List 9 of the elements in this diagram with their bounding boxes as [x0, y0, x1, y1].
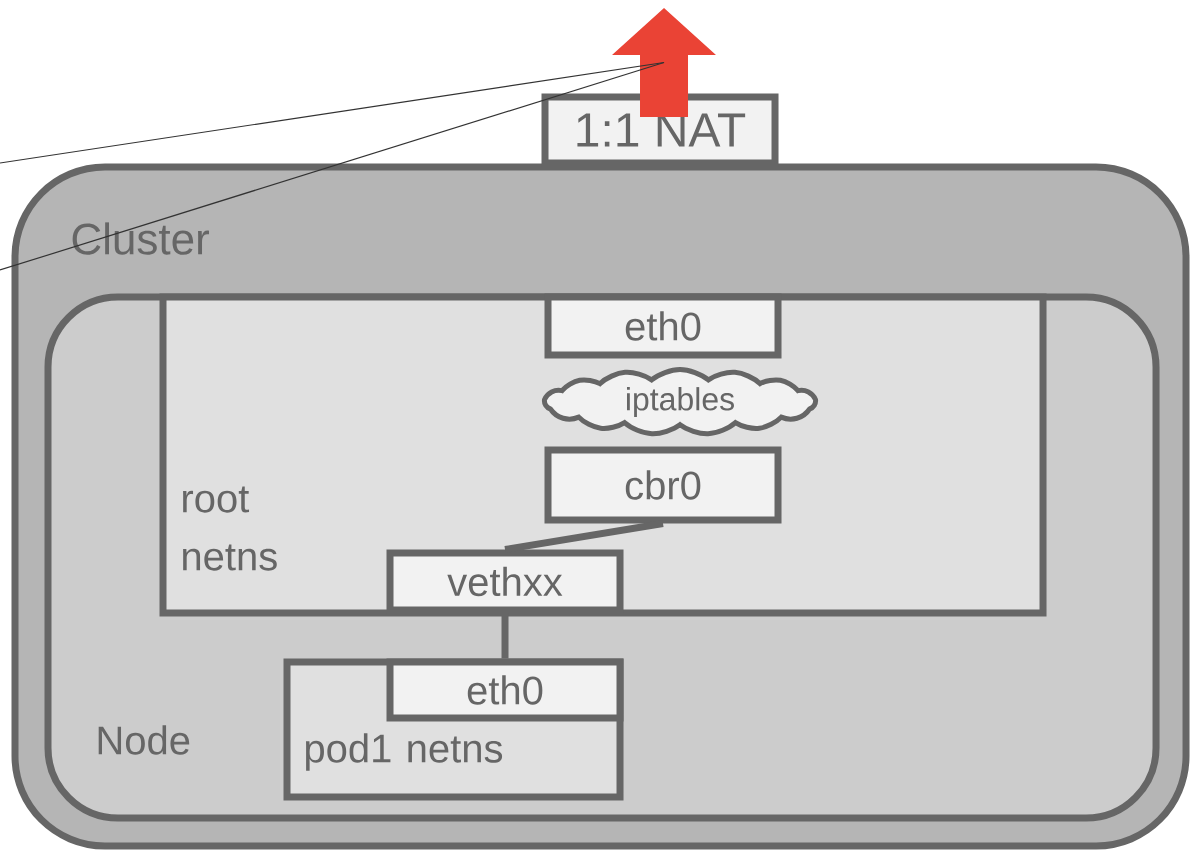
nat-box: 1:1 NAT	[541, 93, 779, 167]
connector-line	[504, 520, 664, 553]
connector-line	[501, 613, 509, 659]
interface-box: eth0	[386, 658, 624, 722]
zoom-line	[0, 61, 665, 271]
interface-box: vethxx	[386, 549, 624, 614]
zoom-line	[0, 61, 665, 164]
interface-box: eth0	[544, 293, 782, 359]
interface-box: cbr0	[544, 446, 782, 524]
